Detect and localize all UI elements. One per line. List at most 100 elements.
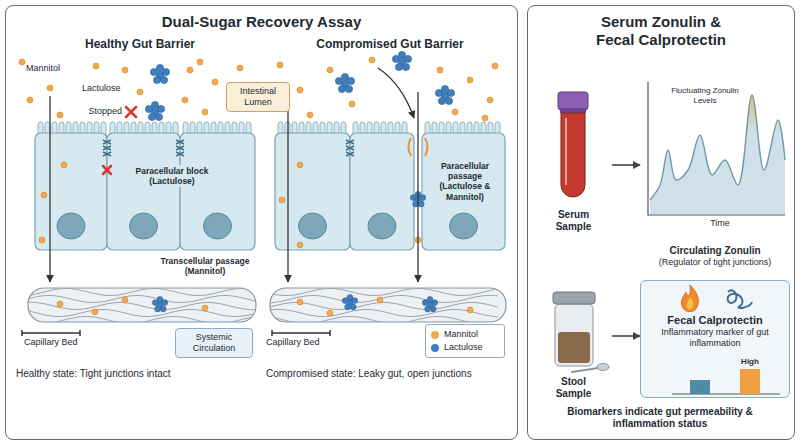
bar-high bbox=[740, 369, 760, 394]
mannitol-dot bbox=[92, 309, 98, 315]
lactulose-cluster bbox=[350, 304, 356, 310]
tight-junction bbox=[176, 146, 184, 150]
mannitol-dot bbox=[57, 112, 63, 118]
capillary-vessel bbox=[270, 288, 498, 295]
lactulose-cluster bbox=[341, 73, 348, 80]
scale-bar bbox=[272, 330, 330, 336]
capillary-vessel bbox=[28, 309, 256, 316]
scale-label: Capillary Bed bbox=[266, 337, 346, 348]
protein-icon bbox=[728, 290, 752, 308]
capillary-vessel bbox=[270, 316, 498, 322]
stool-jar bbox=[555, 304, 593, 366]
mannitol-dot bbox=[437, 67, 443, 73]
mannitol-dot bbox=[122, 297, 128, 303]
box-fill bbox=[640, 280, 790, 398]
tube-cap bbox=[558, 92, 588, 110]
zonulin-line bbox=[650, 95, 785, 200]
pathway-label: Transcellular passage (Mannitol) bbox=[155, 256, 255, 276]
stool-contents bbox=[558, 332, 590, 363]
legend-text: Mannitol bbox=[444, 329, 478, 341]
sample-label: Serum Sample bbox=[549, 209, 599, 233]
lumen-box: Intestinal Lumen bbox=[226, 82, 290, 112]
epithelial-cell bbox=[275, 133, 350, 250]
mannitol-dot bbox=[202, 109, 208, 115]
chart-axes bbox=[648, 82, 785, 215]
panel-caption: Biomarkers indicate gut permeability & i… bbox=[555, 406, 765, 430]
lactulose-cluster bbox=[155, 306, 161, 312]
scale-label: Capillary Bed bbox=[24, 337, 104, 348]
sample-label: Stool Sample bbox=[549, 376, 599, 400]
lactulose-cluster bbox=[148, 113, 155, 120]
mannitol-dot bbox=[369, 57, 375, 63]
legend-box: MannitolLactulose bbox=[425, 324, 505, 358]
tight-junction bbox=[103, 140, 111, 144]
passage-arrow bbox=[417, 92, 418, 282]
mannitol-dot bbox=[297, 242, 303, 248]
tube-rim bbox=[560, 108, 586, 113]
cell-nucleus bbox=[130, 213, 158, 239]
open-junction bbox=[425, 138, 428, 156]
mannitol-dot bbox=[327, 310, 333, 316]
chart-title: Circulating Zonulin bbox=[669, 245, 760, 257]
spoon-bowl bbox=[597, 364, 609, 371]
mannitol-dot bbox=[197, 59, 203, 65]
mannitol-dot bbox=[297, 299, 303, 305]
axis-label: Fluctuating Zonulin Levels bbox=[668, 86, 742, 105]
passage-arrow bbox=[49, 96, 50, 282]
epithelial-cell bbox=[107, 133, 180, 250]
tight-junction bbox=[103, 146, 111, 150]
section-heading: Healthy Gut Barrier bbox=[60, 37, 220, 51]
cell-nucleus bbox=[299, 213, 327, 239]
jar-lid bbox=[553, 292, 595, 304]
lactulose-cluster bbox=[445, 97, 452, 104]
flame-icon bbox=[681, 285, 698, 312]
bar-baseline bbox=[672, 394, 780, 395]
mannitol-dot bbox=[277, 62, 283, 68]
box-label: Intestinal Lumen bbox=[229, 86, 287, 108]
passage-arrow bbox=[287, 96, 288, 282]
capillary-mesh bbox=[28, 288, 256, 322]
serum-tube: Serum Sample bbox=[535, 90, 612, 235]
lactulose-cluster bbox=[157, 297, 163, 303]
axis-label: Time bbox=[700, 218, 740, 229]
zonulin-chart: Circulating Zonulin(Regulator of tight j… bbox=[640, 78, 790, 270]
mannitol-dot bbox=[467, 77, 473, 83]
mannitol-dot bbox=[202, 305, 208, 311]
mannitol-dot bbox=[19, 59, 25, 65]
capillary-vessel bbox=[270, 302, 498, 309]
cell-nucleus bbox=[368, 213, 396, 239]
mannitol-dot bbox=[182, 97, 188, 103]
capillary-bed bbox=[270, 288, 506, 322]
mannitol-dot bbox=[467, 307, 473, 313]
capillary-vessel bbox=[28, 316, 256, 322]
block-cross bbox=[126, 107, 136, 117]
epithelial-cell bbox=[35, 133, 107, 250]
mannitol-dot bbox=[212, 79, 218, 85]
lactulose-cluster bbox=[345, 85, 352, 92]
lactulose-cluster bbox=[347, 295, 353, 301]
lactulose-cluster bbox=[156, 64, 163, 71]
lactulose-cluster bbox=[345, 304, 351, 310]
mannitol-dot bbox=[327, 67, 333, 73]
legend-text: Lactulose bbox=[444, 342, 483, 354]
passage-arrow bbox=[378, 68, 414, 118]
mannitol-dot bbox=[93, 63, 99, 69]
lactulose-cluster bbox=[418, 201, 424, 207]
mannitol-dot bbox=[307, 112, 313, 118]
cell-nucleus bbox=[204, 213, 232, 239]
scale-bar bbox=[22, 330, 80, 336]
mannitol-dot bbox=[61, 162, 67, 168]
mannitol-dot bbox=[47, 85, 53, 91]
capillary-bed bbox=[28, 288, 256, 322]
tube-highlight bbox=[565, 118, 567, 185]
mannitol-dot bbox=[122, 67, 128, 73]
blood-tube bbox=[561, 113, 585, 197]
cell-nucleus bbox=[57, 213, 85, 239]
legend-swatch bbox=[431, 331, 439, 339]
stool-jar: Stool Sample bbox=[535, 285, 612, 402]
molecule-label: Lactulose bbox=[82, 83, 134, 94]
section-heading: Compromised Gut Barrier bbox=[300, 37, 480, 51]
biomarker-panel: Serum Zonulin & Fecal CalprotectinSerum … bbox=[527, 5, 795, 440]
